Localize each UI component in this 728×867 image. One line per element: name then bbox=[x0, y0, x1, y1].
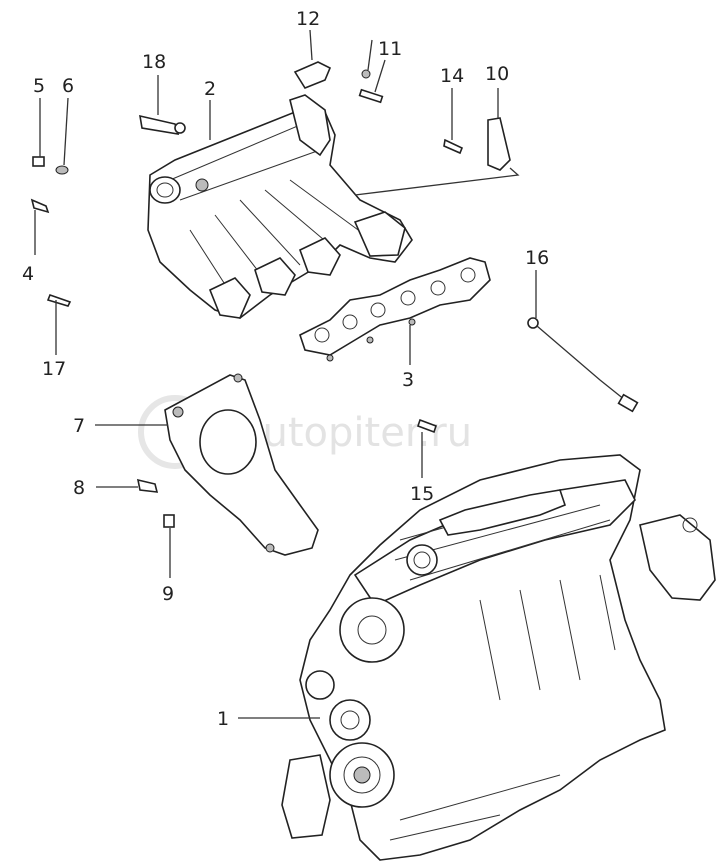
intake-manifold bbox=[147, 94, 413, 319]
callout-9: 9 bbox=[162, 583, 174, 605]
small-parts bbox=[30, 61, 639, 528]
callout-6: 6 bbox=[62, 75, 74, 97]
sensor-18 bbox=[139, 114, 180, 136]
screw-11 bbox=[361, 69, 371, 79]
callout-2: 2 bbox=[204, 78, 216, 100]
bolt-17 bbox=[46, 293, 72, 307]
callout-3: 3 bbox=[402, 369, 414, 391]
leader-lines bbox=[34, 29, 537, 719]
callout-16: 16 bbox=[525, 247, 549, 269]
bolt-9 bbox=[163, 514, 175, 528]
callout-10: 10 bbox=[485, 63, 509, 85]
watermark-text: autopiter.ru bbox=[238, 410, 472, 456]
callout-labels: 1 2 3 4 5 6 7 8 9 10 11 12 14 15 16 17 1… bbox=[22, 8, 549, 730]
callout-14: 14 bbox=[440, 65, 464, 87]
watermark: autopiter.ru bbox=[138, 395, 472, 469]
bracket-10 bbox=[487, 117, 511, 171]
ground-cable-16 bbox=[527, 317, 539, 329]
manifold-gasket bbox=[299, 257, 491, 362]
sensor-12 bbox=[293, 61, 332, 89]
callout-8: 8 bbox=[73, 477, 85, 499]
callout-1: 1 bbox=[217, 708, 229, 730]
manifold-bracket bbox=[164, 373, 319, 556]
callout-12: 12 bbox=[296, 8, 320, 30]
bolt-14 bbox=[443, 138, 464, 155]
bolt-8 bbox=[136, 478, 159, 493]
callout-11: 11 bbox=[378, 38, 402, 60]
pin-11 bbox=[358, 88, 384, 104]
callout-5: 5 bbox=[33, 75, 45, 97]
callout-7: 7 bbox=[73, 415, 85, 437]
washer-6 bbox=[55, 165, 69, 175]
callout-15: 15 bbox=[410, 483, 434, 505]
callout-17: 17 bbox=[42, 358, 66, 380]
nut-5 bbox=[32, 156, 45, 167]
callout-4: 4 bbox=[22, 263, 34, 285]
engine-block bbox=[281, 454, 716, 861]
bolt-15 bbox=[416, 418, 438, 434]
bolt-4 bbox=[30, 198, 50, 214]
callout-18: 18 bbox=[142, 51, 166, 73]
